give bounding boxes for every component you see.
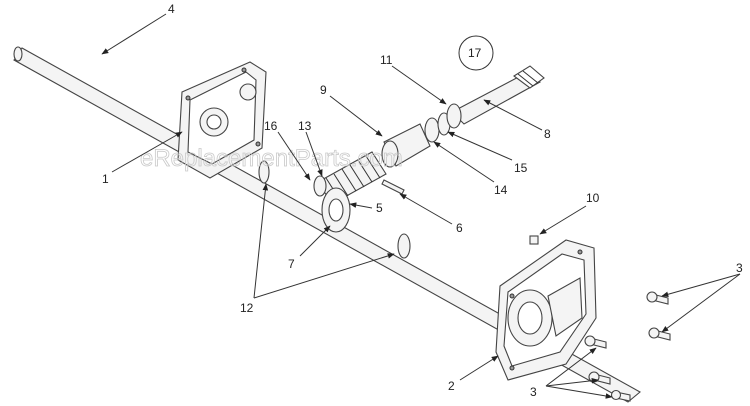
bolt-group-right: [646, 291, 671, 341]
callout-17: 17: [468, 46, 482, 60]
callout-10: 10: [586, 191, 600, 205]
callout-8: 8: [544, 127, 551, 141]
callout-16: 16: [264, 119, 278, 133]
splined-shaft: [451, 65, 545, 125]
sleeve: [381, 123, 431, 168]
callout-labels: 4 1 2 3 3 5 6 7 8 9 10 11 12 13 14 15 16…: [102, 2, 743, 399]
gear-wheel: [321, 187, 351, 233]
reference-circle: [458, 35, 494, 71]
callout-7: 7: [288, 257, 295, 271]
callout-14: 14: [494, 183, 508, 197]
callout-2: 2: [448, 379, 455, 393]
thrust-washer-right: [397, 233, 411, 259]
callout-9: 9: [320, 83, 327, 97]
leader-lines: [101, 13, 741, 399]
right-housing: [495, 239, 597, 381]
pin: [381, 179, 405, 195]
left-housing: [177, 61, 267, 179]
washer-14: [424, 117, 440, 143]
callout-3-bottom: 3: [530, 385, 537, 399]
watermark: eReplacementParts.com: [140, 145, 403, 172]
callout-5: 5: [376, 201, 383, 215]
bushing-16: [313, 175, 327, 197]
callout-3-right: 3: [736, 261, 743, 275]
callout-12: 12: [240, 301, 254, 315]
callout-6: 6: [456, 221, 463, 235]
callout-1: 1: [102, 172, 109, 186]
callout-13: 13: [298, 119, 312, 133]
grease-fitting: [529, 235, 539, 245]
thrust-washer-left: [258, 160, 270, 184]
callout-15: 15: [514, 161, 528, 175]
callout-4: 4: [168, 2, 175, 16]
bushing-11: [446, 103, 462, 129]
callout-11: 11: [380, 53, 393, 67]
